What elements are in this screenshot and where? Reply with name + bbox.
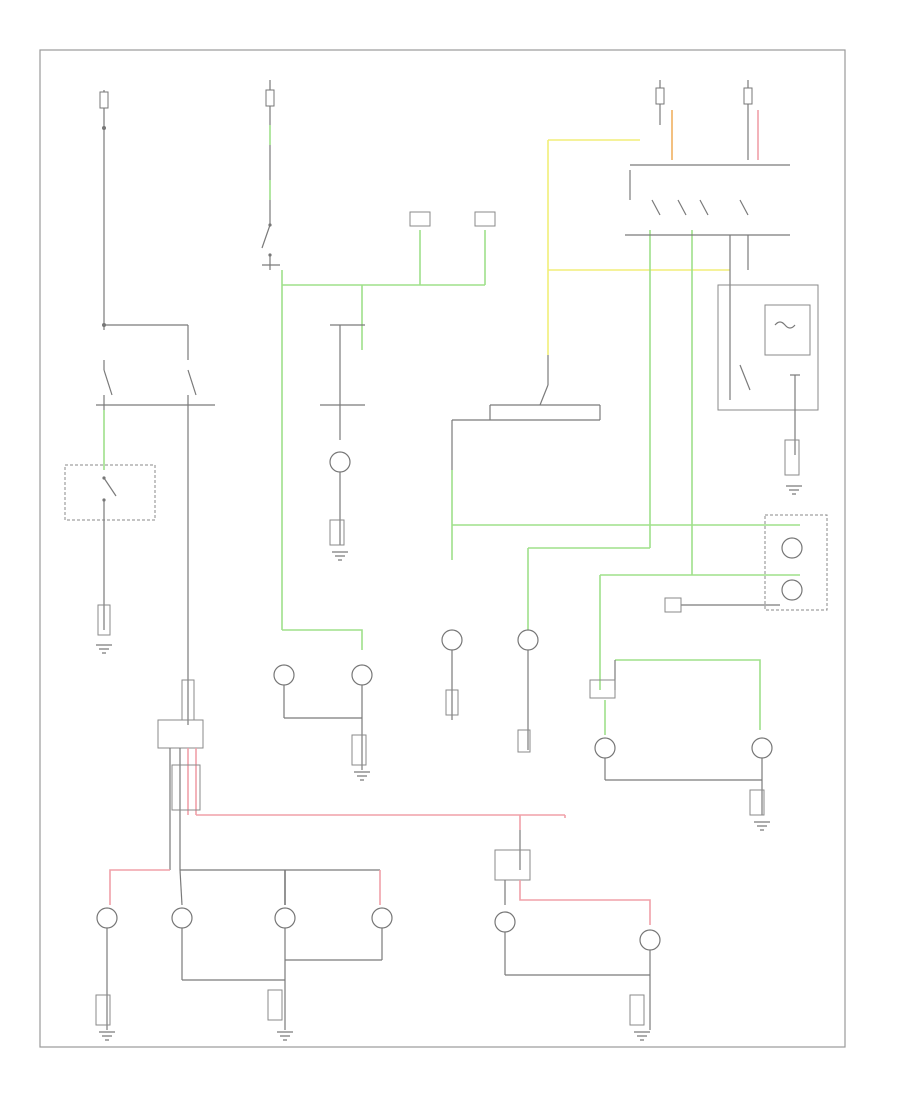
- dimmer-switch-box: [64, 464, 156, 521]
- switch-icon: [677, 199, 687, 216]
- fuse-icon: [743, 87, 753, 105]
- switch-icon: [103, 369, 113, 396]
- rear-lamps-left: [95, 907, 393, 1041]
- lamp-bulb-icon: [751, 737, 773, 759]
- lamp-bulb-icon: [329, 451, 351, 473]
- relay-coil-icon: [774, 321, 796, 329]
- ground-icon: [277, 1031, 293, 1041]
- lamp-bulb-icon: [639, 929, 661, 951]
- lamp-bulb-icon: [171, 907, 193, 929]
- ground-icon: [99, 1031, 115, 1041]
- turn-signal-circuit: [441, 139, 800, 753]
- front-turn-lamps-right: [589, 659, 773, 831]
- ground-icon: [786, 485, 802, 495]
- rear-lamps-right: [494, 830, 661, 1041]
- instrument-cluster-indicators: [664, 514, 828, 613]
- lamp-bulb-icon: [273, 664, 295, 686]
- switch-icon: [261, 224, 271, 249]
- lamp-bulb-icon: [274, 907, 296, 929]
- fuse-icon: [99, 91, 109, 109]
- ground-icon: [754, 821, 770, 831]
- lamp-bulb-icon: [781, 537, 803, 559]
- tail-lamp-feed-bundle: [109, 410, 566, 906]
- diagram-border: [39, 49, 846, 1048]
- center-left-fuse-circuit: [261, 80, 496, 781]
- lamp-bulb-icon: [441, 629, 463, 651]
- switch-icon: [699, 199, 709, 216]
- left-fuse-circuit: [64, 90, 215, 654]
- lamp-bulb-icon: [594, 737, 616, 759]
- switch-icon: [187, 369, 197, 396]
- switch-icon: [651, 199, 661, 216]
- fuse-icon: [655, 87, 665, 105]
- daytime-running-light-module: [717, 284, 819, 495]
- lamp-bulb-icon: [517, 629, 539, 651]
- switch-icon: [103, 477, 117, 497]
- lamp-bulb-icon: [494, 911, 516, 933]
- lamp-bulb-icon: [96, 907, 118, 929]
- ground-icon: [332, 551, 348, 561]
- connector-icon: [102, 126, 106, 130]
- ground-icon: [634, 1031, 650, 1041]
- switch-icon: [739, 364, 751, 391]
- fuse-icon: [265, 89, 275, 107]
- hazard-switch: [625, 80, 790, 290]
- lamp-bulb-icon: [781, 579, 803, 601]
- switch-icon: [739, 199, 749, 216]
- lamp-bulb-icon: [371, 907, 393, 929]
- relay-module-box: [717, 284, 819, 411]
- ground-icon: [354, 771, 370, 781]
- lamp-bulb-icon: [351, 664, 373, 686]
- connector-icon: [102, 323, 106, 327]
- switch-icon: [539, 384, 549, 406]
- ground-icon: [96, 644, 112, 654]
